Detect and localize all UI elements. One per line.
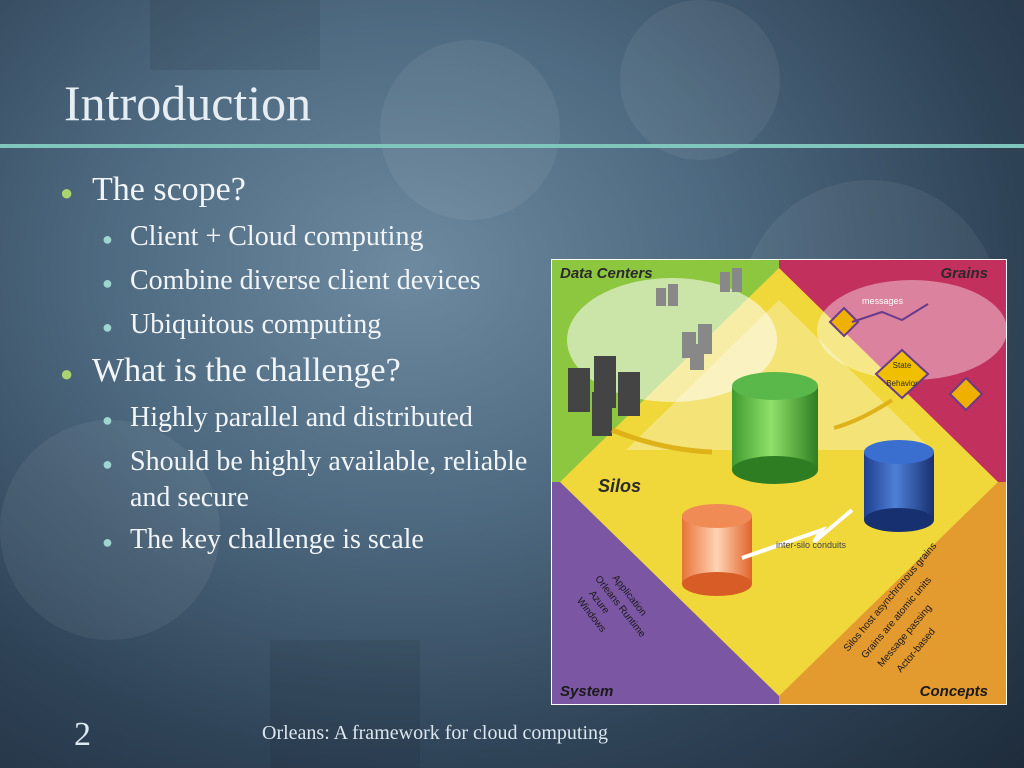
label-concepts: Concepts xyxy=(920,683,988,700)
sub-bullet-text: Client + Cloud computing xyxy=(130,221,424,252)
bullet-dot-icon: ● xyxy=(102,410,113,430)
flow-arrow xyxy=(833,398,894,430)
background-square xyxy=(150,0,320,70)
label-state: State xyxy=(893,361,912,370)
grain-icon xyxy=(948,376,984,412)
bullet-dot-icon: ● xyxy=(60,361,74,386)
sub-bullet-text: Combine diverse client devices xyxy=(130,265,481,296)
server-rack-icon xyxy=(656,268,742,370)
grain-icon xyxy=(874,348,930,400)
bullet-dot-icon: ● xyxy=(102,532,113,552)
label-messages: messages xyxy=(862,296,904,306)
orleans-diagram: Data Centers Grains Silos System Concept… xyxy=(551,259,1007,705)
background-square xyxy=(270,640,420,768)
sub-bullet: ● The key challenge is scale xyxy=(102,522,530,560)
silo-green xyxy=(732,372,818,484)
background-circle xyxy=(380,40,560,220)
label-grains: Grains xyxy=(940,265,988,282)
server-rack-icon xyxy=(568,356,640,436)
label-conduits: inter-silo conduits xyxy=(776,540,847,550)
conduit-bolt xyxy=(741,508,854,560)
grain-icon xyxy=(828,306,860,338)
title-rule xyxy=(0,144,1024,148)
sub-bullet: ● Combine diverse client devices xyxy=(102,263,530,301)
label-system: System xyxy=(560,683,613,700)
slide-number: 2 xyxy=(74,716,91,753)
orleans-diagram-svg: Data Centers Grains Silos System Concept… xyxy=(552,260,1006,704)
flow-arrow xyxy=(611,427,713,455)
bullet-scope: ● The scope? xyxy=(60,170,530,213)
bullet-dot-icon: ● xyxy=(102,454,113,474)
bullet-dot-icon: ● xyxy=(60,180,74,205)
background-circle xyxy=(0,420,220,640)
bullet-dot-icon: ● xyxy=(102,273,113,293)
label-data-centers: Data Centers xyxy=(560,265,653,282)
bullet-dot-icon: ● xyxy=(102,229,113,249)
background-circle xyxy=(620,0,780,160)
sub-bullet-text: Should be highly available, reliable and… xyxy=(130,446,528,513)
bullet-text: The scope? xyxy=(92,171,246,208)
sub-bullet-text: The key challenge is scale xyxy=(130,524,424,555)
label-behavior: Behavior xyxy=(886,379,918,388)
sub-bullet-text: Highly parallel and distributed xyxy=(130,402,473,433)
sub-bullet: ● Client + Cloud computing xyxy=(102,219,530,257)
cloud-shape xyxy=(567,278,777,402)
label-silos: Silos xyxy=(598,476,641,496)
bullet-text: What is the challenge? xyxy=(92,352,401,389)
bullet-list: ● The scope? ● Client + Cloud computing … xyxy=(60,170,530,566)
bullet-dot-icon: ● xyxy=(102,317,113,337)
sub-bullet-text: Ubiquitous computing xyxy=(130,309,382,340)
footer-text: Orleans: A framework for cloud computing xyxy=(262,722,609,744)
slide-title: Introduction xyxy=(64,75,312,131)
message-arrow xyxy=(851,303,929,323)
cloud-shape xyxy=(817,280,1006,380)
sub-bullet: ● Ubiquitous computing xyxy=(102,307,530,345)
silo-orange xyxy=(682,504,752,596)
sub-bullet: ● Highly parallel and distributed xyxy=(102,400,530,438)
sub-bullet: ● Should be highly available, reliable a… xyxy=(102,444,530,516)
bullet-challenge: ● What is the challenge? xyxy=(60,351,530,394)
silo-blue xyxy=(864,440,934,532)
